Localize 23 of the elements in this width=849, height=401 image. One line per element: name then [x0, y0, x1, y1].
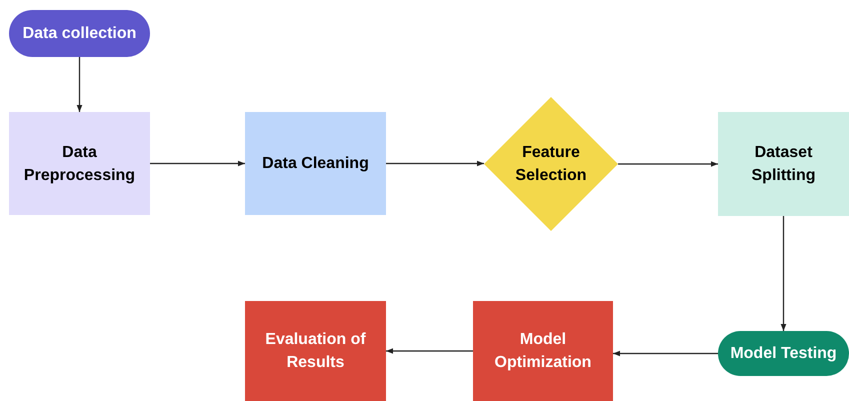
arrow [150, 160, 245, 166]
terminal-pill [9, 10, 150, 57]
node-label: Data Preprocessing [22, 142, 136, 186]
process-box [473, 301, 613, 401]
node-label: Data Cleaning [262, 154, 369, 174]
node-label: Model Testing [730, 344, 837, 364]
node-label: Data collection [22, 24, 136, 44]
arrow [386, 160, 484, 166]
arrow [76, 57, 82, 112]
process-box [245, 112, 386, 215]
node-label: Model Optimization [494, 330, 592, 373]
decision-diamond [484, 97, 618, 231]
process-box [718, 112, 849, 216]
node-label: Feature Selection [514, 143, 588, 186]
node-label: Evaluation of Results [264, 330, 367, 373]
arrow [613, 350, 718, 356]
node-label: Dataset Splitting [750, 143, 816, 186]
terminal-pill [718, 331, 849, 376]
arrow [618, 161, 718, 167]
arrow [780, 216, 786, 331]
process-box [245, 301, 386, 401]
arrow [386, 348, 473, 354]
process-box [9, 112, 150, 215]
